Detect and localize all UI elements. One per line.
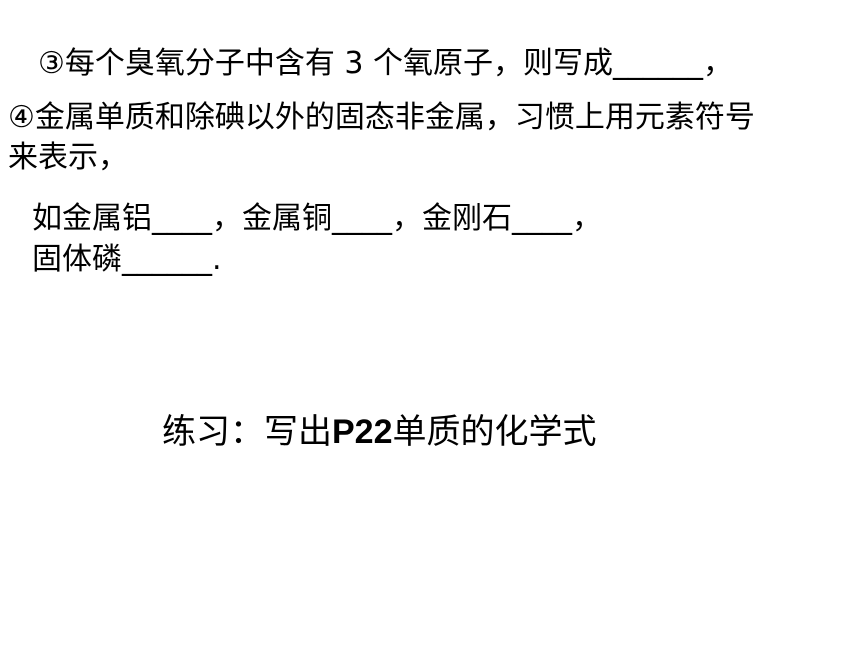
exercise-heading: 练习：写出P22单质的化学式 bbox=[162, 410, 597, 454]
element-blanks-line: 如金属铝____，金属铜____，金刚石____， bbox=[32, 201, 602, 236]
phosphorus-blank-line: 固体磷______. bbox=[32, 242, 222, 277]
exercise-prefix: 练习：写出 bbox=[162, 412, 332, 452]
exercise-page-code: P22 bbox=[332, 413, 393, 451]
exercise-suffix: 单质的化学式 bbox=[392, 412, 597, 452]
metal-nonmetal-rule-continuation: 来表示， bbox=[8, 140, 128, 175]
metal-nonmetal-rule-line: ④金属单质和除碘以外的固态非金属，习惯上用元素符号 bbox=[8, 100, 755, 135]
ozone-question-line: ③每个臭氧分子中含有 3 个氧原子，则写成______， bbox=[38, 46, 734, 81]
